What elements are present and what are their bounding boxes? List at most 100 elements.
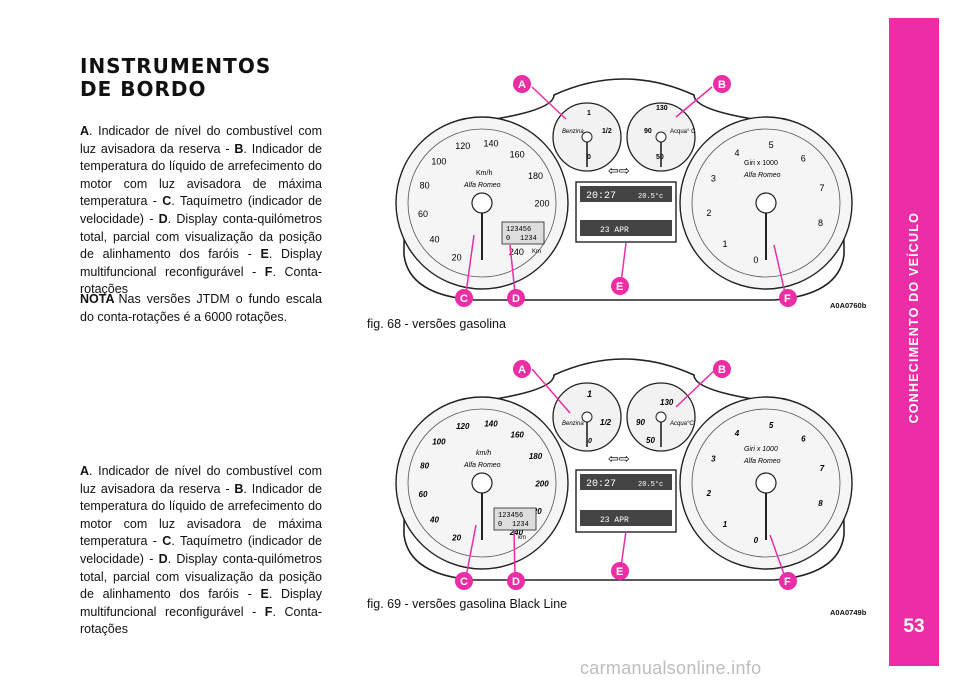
odo-unit: Km (532, 249, 541, 255)
brand-logo-right: Alfa Romeo (743, 172, 781, 179)
svg-text:E: E (616, 566, 623, 578)
odo-prefix: 0 (506, 235, 510, 243)
display-clock: 20:27 (586, 479, 616, 490)
fuel-mark-full: 1 (587, 389, 592, 399)
rpm-tick-7: 7 (819, 183, 824, 193)
odometer-display (501, 221, 545, 245)
instrument-cluster-figure-68: 20406080100120140160180200220240 Km/h Al… (395, 75, 853, 307)
temp-label: Acqua° C (670, 129, 696, 135)
speed-tick-40: 40 (429, 235, 439, 245)
speed-unit-label: km/h (476, 450, 491, 457)
odo-total: 123456 (506, 226, 531, 234)
callout-a: A (513, 360, 531, 378)
rpm-tick-0: 0 (754, 536, 759, 545)
speed-tick-180: 180 (529, 452, 543, 461)
callout-f: F (779, 289, 797, 307)
fuel-mark-empty: 0 (588, 438, 592, 445)
speed-tick-140: 140 (483, 139, 498, 149)
svg-text:F: F (784, 293, 791, 305)
rpm-unit-label: Giri x 1000 (744, 160, 778, 167)
rpm-tick-6: 6 (801, 154, 806, 164)
temp-mark-mid: 90 (636, 418, 645, 427)
temp-mark-low: 50 (646, 436, 655, 445)
svg-text:D: D (512, 293, 520, 305)
callout-e: E (611, 277, 629, 295)
display-date: 23 APR (600, 516, 629, 525)
rpm-tick-8: 8 (818, 499, 823, 508)
speed-unit-label: Km/h (476, 170, 492, 177)
odo-total: 123456 (498, 512, 523, 520)
speed-tick-160: 160 (511, 430, 525, 439)
callout-f: F (779, 572, 797, 590)
temp-mark-high: 130 (656, 105, 668, 112)
rpm-tick-3: 3 (711, 455, 716, 464)
figure-68-caption: fig. 68 - versões gasolina (367, 317, 506, 331)
instrument-cluster-figure-69: 20406080100120140160180200220240 km/h Al… (395, 358, 853, 590)
odo-prefix: 0 (498, 521, 502, 529)
speed-tick-60: 60 (418, 209, 428, 219)
odometer-display (493, 507, 537, 531)
page-title: INSTRUMENTOS DE BORDO (80, 54, 272, 101)
rpm-unit-label: Giri x 1000 (744, 446, 778, 453)
brand-logo-left: Alfa Romeo (463, 182, 501, 189)
temp-mark-high: 130 (660, 398, 674, 407)
rpm-tick-8: 8 (818, 218, 823, 228)
turn-signal-icons: ⇦⇨ (608, 163, 630, 178)
rpm-tick-1: 1 (723, 520, 728, 529)
rpm-tick-0: 0 (753, 255, 758, 265)
callout-d: D (507, 289, 525, 307)
legend-paragraph-2: A. Indicador de nível do combustível com… (80, 464, 323, 637)
rpm-tick-7: 7 (820, 464, 825, 473)
svg-text:F: F (784, 576, 791, 588)
rpm-tick-4: 4 (734, 429, 740, 438)
speed-tick-120: 120 (455, 141, 470, 151)
speed-tick-160: 160 (510, 149, 525, 159)
display-outside-temp: 20.5°c (638, 480, 663, 489)
fuel-mark-full: 1 (587, 110, 591, 117)
display-clock: 20:27 (586, 191, 616, 202)
figure-68-code: A0A0760b (830, 301, 867, 310)
svg-text:C: C (460, 576, 468, 588)
rpm-tick-1: 1 (722, 239, 727, 249)
rpm-tick-3: 3 (711, 174, 716, 184)
section-title: CONHECIMENTO DO VEÍCULO (907, 212, 921, 424)
rpm-tick-2: 2 (706, 208, 711, 218)
figure-69-caption: fig. 69 - versões gasolina Black Line (367, 597, 568, 611)
callout-a: A (513, 75, 531, 93)
speed-tick-60: 60 (419, 490, 428, 499)
rpm-tick-5: 5 (769, 140, 774, 150)
speed-tick-120: 120 (456, 422, 470, 431)
speed-tick-200: 200 (534, 480, 549, 489)
callout-b: B (713, 360, 731, 378)
page-number: 53 (903, 616, 925, 637)
brand-logo-right: Alfa Romeo (743, 458, 781, 465)
callout-d: D (507, 572, 525, 590)
speed-tick-200: 200 (534, 199, 549, 209)
odo-trip: 1234 (512, 521, 529, 529)
svg-text:E: E (616, 281, 623, 293)
speed-tick-20: 20 (451, 533, 461, 542)
callout-c: C (455, 572, 473, 590)
speed-tick-80: 80 (420, 181, 430, 191)
speed-tick-140: 140 (484, 420, 498, 429)
temp-mark-mid: 90 (644, 128, 652, 135)
turn-signal-icons: ⇦⇨ (608, 451, 630, 466)
legend-paragraph-1: A. Indicador de nível do combustível com… (80, 124, 323, 297)
figure-69-code: A0A0749b (830, 608, 867, 617)
temp-label: Acqua°C (669, 421, 694, 427)
speed-tick-180: 180 (528, 171, 543, 181)
display-date: 23 APR (600, 226, 629, 235)
speed-tick-100: 100 (431, 156, 446, 166)
svg-text:A: A (518, 364, 526, 376)
speed-tick-80: 80 (420, 462, 429, 471)
svg-text:D: D (512, 576, 520, 588)
fuel-mark-empty: 0 (587, 154, 591, 161)
temp-mark-low: 50 (656, 154, 664, 161)
rpm-tick-4: 4 (734, 148, 739, 158)
svg-text:A: A (518, 79, 526, 91)
section-tab (889, 18, 939, 666)
svg-text:B: B (718, 79, 726, 91)
brand-logo-left: Alfa Romeo (463, 462, 501, 469)
rpm-tick-6: 6 (801, 435, 806, 444)
